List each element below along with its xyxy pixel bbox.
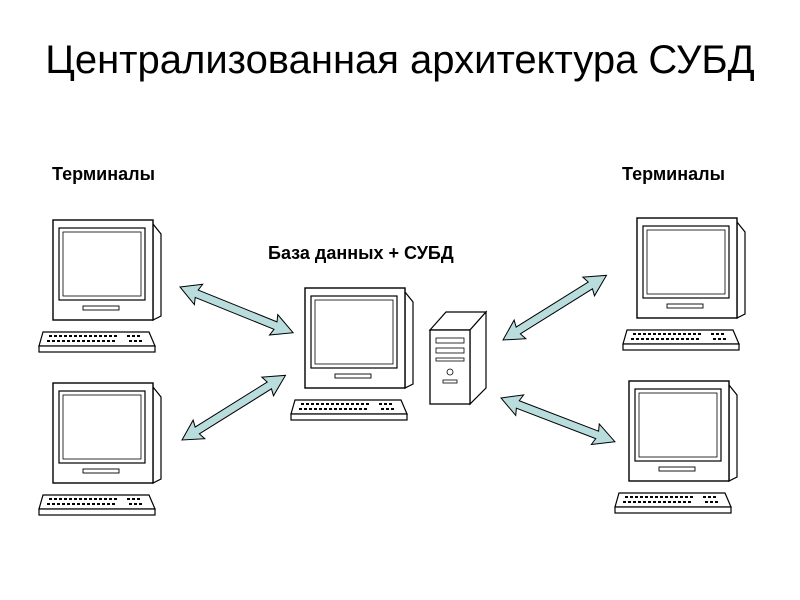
terminal-icon <box>39 383 161 515</box>
double-arrow-icon <box>497 388 619 452</box>
double-arrow-icon <box>176 277 297 343</box>
database-computer-icon <box>291 288 413 420</box>
terminal-icon <box>615 381 737 513</box>
terminal-icon <box>39 220 161 352</box>
server-tower-icon <box>430 312 486 404</box>
double-arrow-icon <box>497 266 612 349</box>
double-arrow-icon <box>176 366 291 449</box>
terminal-icon <box>623 218 745 350</box>
